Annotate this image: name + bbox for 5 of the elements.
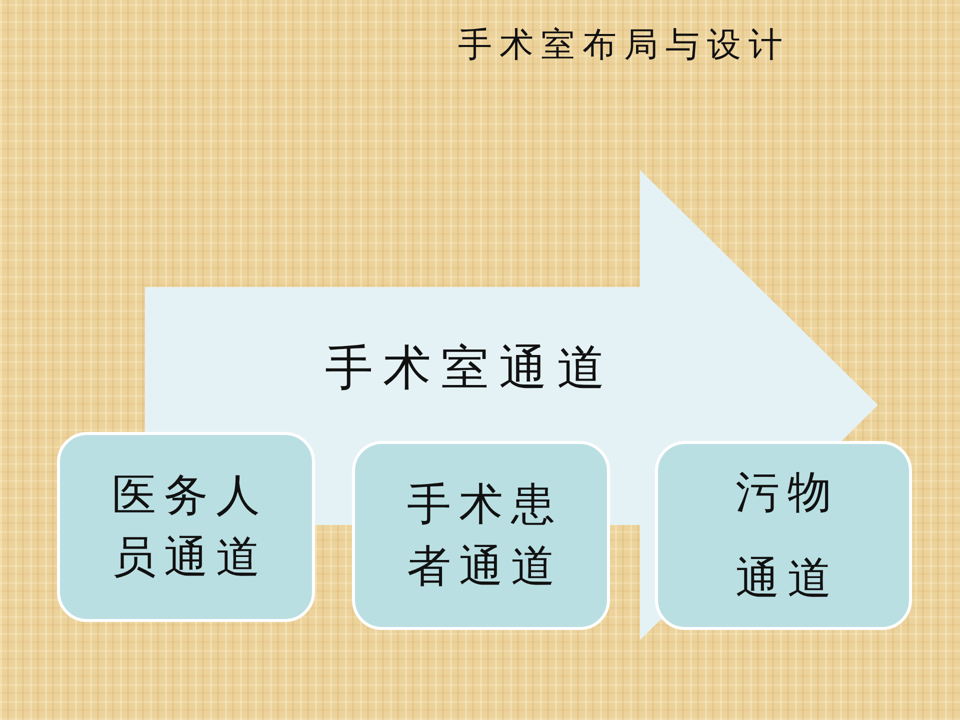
slide-title: 手术室布局与设计 — [458, 24, 790, 67]
rounded-box: 污物通道 — [655, 441, 912, 630]
rounded-box: 医务人员通道 — [57, 432, 315, 622]
arrow-label: 手术室通道 — [325, 339, 615, 398]
rounded-box: 手术患者通道 — [352, 441, 610, 630]
